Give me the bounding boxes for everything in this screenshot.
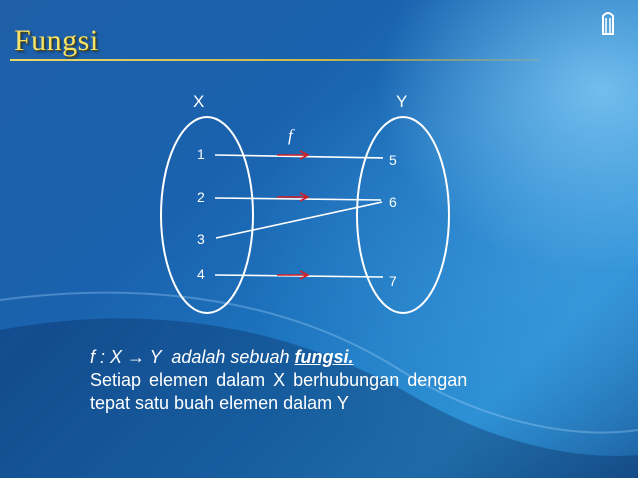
function-definition: f : X → Y adalah sebuah fungsi. [90, 346, 467, 369]
domain-element: 3 [197, 231, 205, 247]
mapping-line [215, 201, 383, 239]
domain-element: 2 [197, 189, 205, 205]
codomain-element: 6 [389, 194, 397, 210]
function-label: f [288, 126, 293, 145]
title-underline [10, 59, 540, 61]
body-text: f : X → Y adalah sebuah fungsi. Setiap e… [90, 346, 467, 415]
codomain-element: 5 [389, 152, 397, 168]
domain-element: 1 [197, 146, 205, 162]
mapping-line [214, 197, 382, 201]
explanation-line-2: tepat satu buah elemen dalam Y [90, 393, 349, 413]
mapping-diagram [160, 116, 450, 314]
university-logo-icon [602, 12, 614, 35]
mapping-line [214, 274, 384, 278]
arrow-2-to-6 [277, 192, 310, 202]
definition-prefix: f : X → Y adalah sebuah [90, 347, 295, 367]
definition-keyword: fungsi. [294, 347, 354, 367]
set-y-label: Y [396, 92, 408, 111]
set-x-ellipse [160, 116, 254, 314]
mapping-line [214, 154, 384, 159]
explanation-line-1: Setiap elemen dalam X berhubungan dengan [90, 370, 468, 390]
arrow-1-to-5 [277, 150, 310, 160]
slide-title: Fungsi [14, 24, 99, 57]
set-y-ellipse [356, 116, 450, 314]
set-x-label: X [193, 92, 205, 111]
arrow-4-to-7 [277, 270, 310, 280]
codomain-element: 7 [389, 273, 397, 289]
domain-element: 4 [197, 266, 205, 282]
